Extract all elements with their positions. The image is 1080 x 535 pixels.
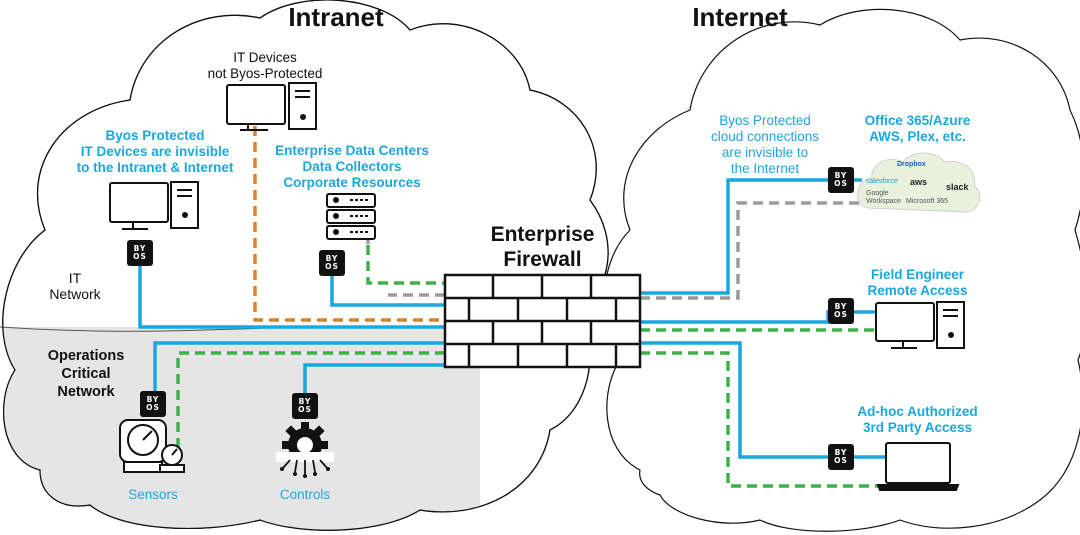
intranet-heading: Intranet	[288, 2, 384, 32]
firewall	[443, 273, 642, 369]
label-line: Byos Protected	[105, 128, 205, 143]
label-line: Operations	[47, 348, 125, 364]
label-line: Enterprise Data Centers	[275, 143, 429, 158]
badge-text: BY	[834, 302, 848, 311]
third-party-label: Ad-hoc Authorized 3rd Party Access	[840, 404, 995, 436]
label-line: Byos Protected	[719, 113, 811, 128]
firewall-heading-line2: Firewall	[503, 248, 582, 271]
label-line: Corporate Resources	[283, 175, 421, 190]
label-line: Network	[49, 286, 101, 302]
cloud-connections-label: Byos Protected cloud connections are inv…	[685, 113, 845, 177]
badge-text: OS	[834, 310, 848, 319]
internet-heading: Internet	[692, 2, 788, 32]
label-line: IT Devices	[233, 50, 297, 65]
field-engineer-label: Field Engineer Remote Access	[850, 267, 985, 299]
aws-logo: aws	[910, 177, 928, 187]
ops-network-region	[2, 327, 480, 531]
badge-text: BY	[146, 395, 160, 404]
laptop-icon	[876, 442, 960, 491]
dropbox-logo: Dropbox	[897, 161, 926, 168]
sensors-label: Sensors	[128, 487, 178, 502]
salesforce-logo: salesforce	[866, 178, 898, 185]
badge-text: BY	[325, 254, 339, 263]
slack-logo: slack	[946, 182, 969, 192]
badge-text: OS	[834, 179, 848, 188]
label-line: are invisible to	[721, 145, 809, 160]
badge-text: BY	[133, 244, 147, 253]
badge-text: OS	[834, 456, 848, 465]
label-line: Network	[57, 384, 115, 400]
label-line: IT Devices are invisible	[80, 144, 230, 159]
controls-label: Controls	[279, 487, 331, 502]
internet-cloud	[603, 8, 1080, 532]
label-line: Remote Access	[867, 283, 968, 298]
server-stack-icon	[326, 193, 376, 240]
badge-text: BY	[834, 171, 848, 180]
label-line: to the Intranet & Internet	[76, 160, 234, 175]
label-line: Data Collectors	[302, 159, 402, 174]
protected-devices-label: Byos Protected IT Devices are invisible …	[60, 128, 250, 176]
firewall-heading: Enterprise Firewall	[455, 222, 630, 272]
label-line: IT	[68, 270, 82, 286]
unprotected-devices-label: IT Devices not Byos-Protected	[170, 50, 360, 82]
badge-text: OS	[325, 262, 339, 271]
it-network-label: IT Network	[30, 270, 120, 302]
controls-gear-icon	[276, 422, 334, 478]
unprotected-computer-icon	[226, 82, 317, 131]
connections	[138, 126, 900, 488]
badge-text: OS	[133, 252, 147, 261]
protected-computer-icon	[109, 181, 199, 230]
label-line: AWS, Plex, etc.	[869, 129, 966, 144]
label-line: the Internet	[730, 161, 800, 176]
google-workspace-logo: Google Workspace	[866, 190, 901, 205]
label-line: 3rd Party Access	[862, 420, 973, 435]
label-line: Field Engineer	[870, 267, 965, 282]
field-engineer-computer-icon	[875, 301, 965, 349]
label-line: not Byos-Protected	[207, 66, 323, 81]
badge-text: BY	[298, 397, 312, 406]
microsoft-365-logo: Microsoft 365	[906, 198, 949, 205]
data-centers-label: Enterprise Data Centers Data Collectors …	[262, 143, 442, 191]
cloud-services-icon	[857, 152, 981, 213]
firewall-heading-line1: Enterprise	[490, 223, 595, 246]
badge-text: BY	[834, 448, 848, 457]
badge-text: OS	[298, 405, 312, 414]
cloud-services-label: Office 365/Azure AWS, Plex, etc.	[845, 113, 990, 145]
label-line: Ad-hoc Authorized	[857, 404, 978, 419]
label-line: cloud connections	[710, 129, 820, 144]
badge-text: OS	[146, 403, 160, 412]
sensor-gauge-icon	[119, 419, 185, 473]
label-line: Office 365/Azure	[864, 113, 971, 128]
ops-network-label: Operations Critical Network	[30, 347, 142, 401]
label-line: Critical	[61, 366, 111, 382]
